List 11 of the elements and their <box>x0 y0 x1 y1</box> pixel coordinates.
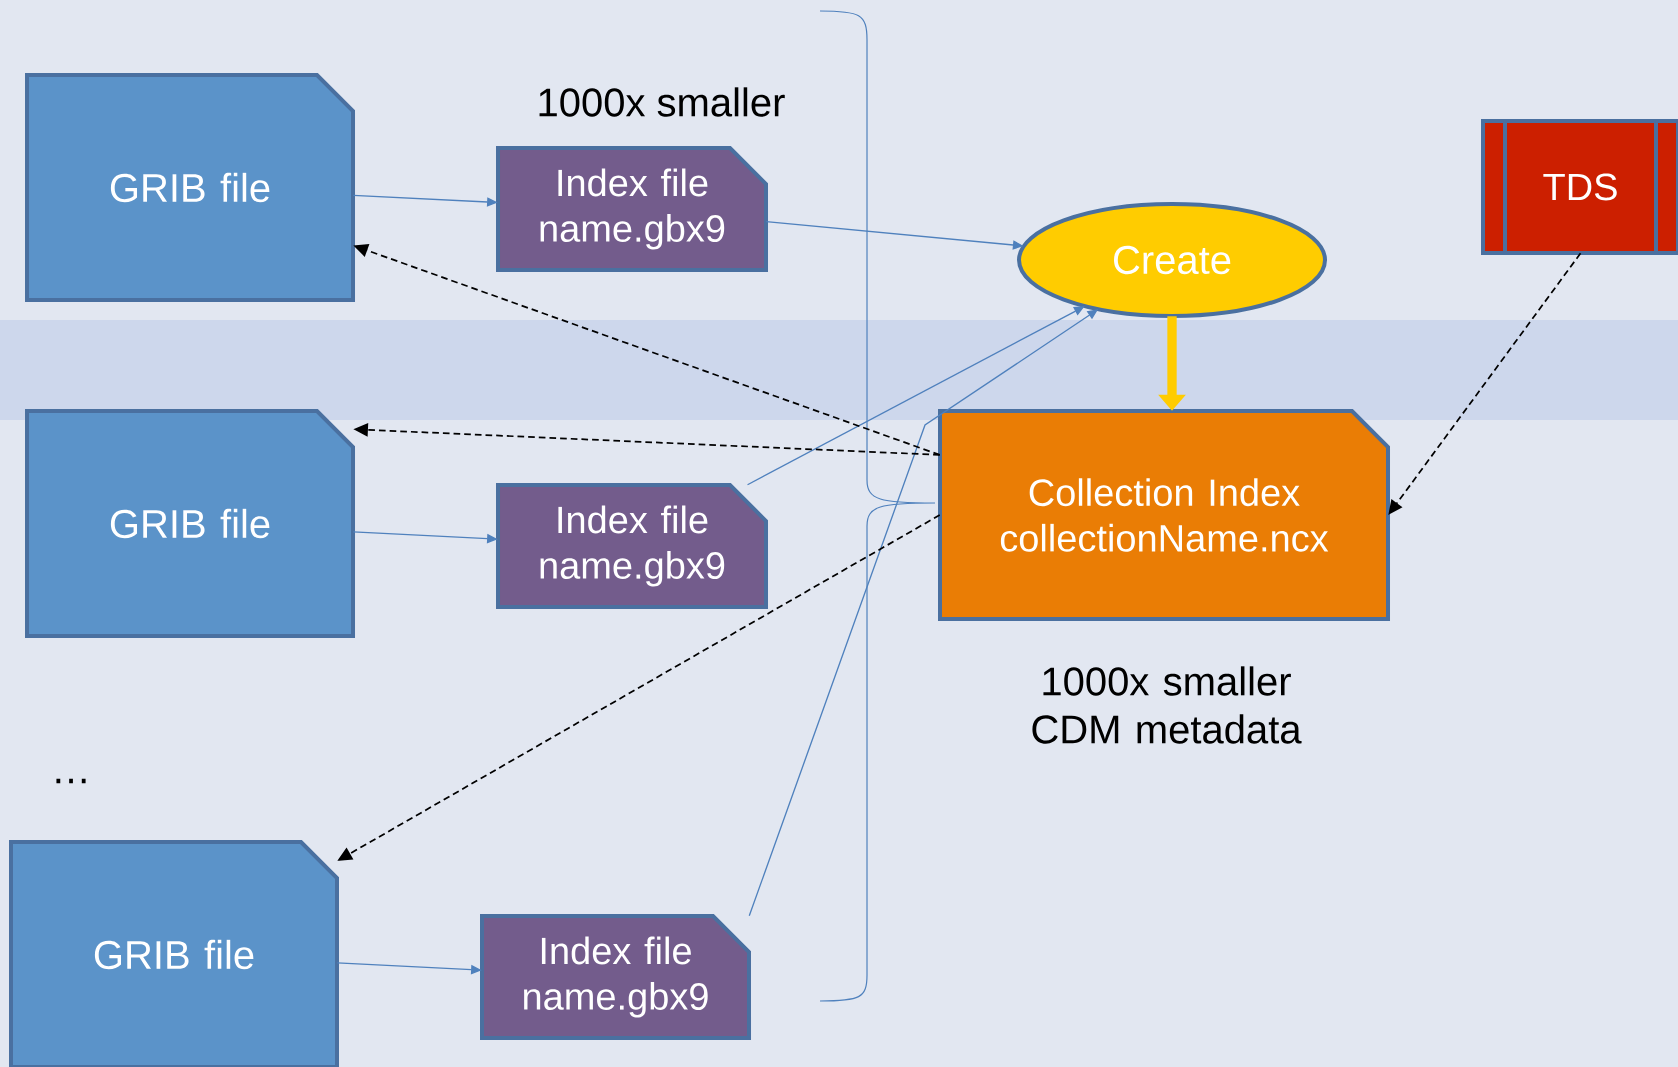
caption-text: 1000x smaller CDM metadata <box>1032 666 1302 744</box>
file-box: Collection Index collectionName.ncx <box>938 409 1390 621</box>
file-box: GRIB file <box>25 73 355 302</box>
file-box: Index file name.gbx9 <box>496 146 768 272</box>
file-box: GRIB file <box>9 840 339 1067</box>
file-box: Index file name.gbx9 <box>480 914 751 1040</box>
file-box: GRIB file <box>25 409 355 638</box>
file-box: Index file name.gbx9 <box>496 483 768 609</box>
arrow <box>1388 252 1582 515</box>
process-box: TDS <box>1481 119 1678 255</box>
note-text: … <box>56 778 86 784</box>
